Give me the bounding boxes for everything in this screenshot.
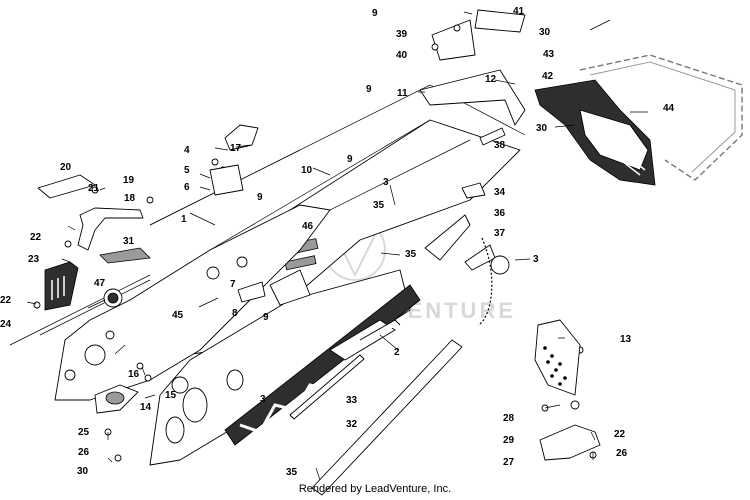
callout-13: 13 <box>620 334 632 345</box>
callout-44: 44 <box>663 103 675 114</box>
callout-7: 7 <box>230 279 236 290</box>
callout-10: 10 <box>301 165 313 176</box>
render-credit: Rendered by LeadVenture, Inc. <box>298 483 452 495</box>
callout-1: 1 <box>181 214 187 225</box>
tube-32 <box>311 339 463 496</box>
footrest-holes <box>543 346 567 386</box>
callout-40: 40 <box>396 50 408 61</box>
callout-25: 25 <box>78 427 90 438</box>
callout-35: 35 <box>405 249 417 260</box>
callout-19: 19 <box>123 175 135 186</box>
callout-30: 30 <box>77 466 89 477</box>
callout-3: 3 <box>533 254 539 265</box>
callout-9: 9 <box>366 84 372 95</box>
callout-5: 5 <box>184 165 190 176</box>
callout-3: 3 <box>260 394 266 405</box>
callout-18: 18 <box>124 193 136 204</box>
callout-37: 37 <box>494 228 506 239</box>
callout-38: 38 <box>494 140 506 151</box>
callout-22: 22 <box>0 295 12 306</box>
callout-9: 9 <box>263 312 269 323</box>
callout-34: 34 <box>494 187 506 198</box>
callout-20: 20 <box>60 162 72 173</box>
callout-35: 35 <box>373 200 385 211</box>
callout-45: 45 <box>172 310 184 321</box>
callout-17: 17 <box>230 143 242 154</box>
callout-36: 36 <box>494 208 506 219</box>
callout-32: 32 <box>346 419 358 430</box>
callout-16: 16 <box>128 369 140 380</box>
callout-33: 33 <box>346 395 358 406</box>
callout-24: 24 <box>0 319 12 330</box>
callout-11: 11 <box>397 88 408 99</box>
callout-8: 8 <box>232 308 238 319</box>
footrest-plate <box>534 319 581 396</box>
callout-21: 21 <box>88 183 100 194</box>
diagram-artwork <box>9 9 743 496</box>
callout-9: 9 <box>347 154 353 165</box>
callout-12: 12 <box>485 74 497 85</box>
callout-43: 43 <box>543 49 555 60</box>
callout-29: 29 <box>503 435 515 446</box>
callout-3: 3 <box>383 177 389 188</box>
callout-22: 22 <box>30 232 42 243</box>
callout-14: 14 <box>140 402 152 413</box>
callout-9: 9 <box>372 8 378 19</box>
callout-2: 2 <box>394 347 400 358</box>
callout-30: 30 <box>536 123 548 134</box>
rear-bumper-frame <box>579 54 743 181</box>
callout-4: 4 <box>184 145 190 156</box>
callout-15: 15 <box>165 390 177 401</box>
callout-labels: 1233345678999991011121314151617181920212… <box>0 6 675 478</box>
callout-42: 42 <box>542 71 554 82</box>
callout-28: 28 <box>503 413 515 424</box>
callout-26: 26 <box>616 448 628 459</box>
callout-22: 22 <box>614 429 626 440</box>
callout-35: 35 <box>286 467 298 478</box>
callout-30: 30 <box>539 27 551 38</box>
callout-9: 9 <box>257 192 263 203</box>
callout-39: 39 <box>396 29 408 40</box>
callout-6: 6 <box>184 182 190 193</box>
callout-47: 47 <box>94 278 106 289</box>
callout-23: 23 <box>28 254 40 265</box>
callout-27: 27 <box>503 457 515 468</box>
callout-26: 26 <box>78 447 90 458</box>
callout-41: 41 <box>513 6 525 17</box>
callout-46: 46 <box>302 221 314 232</box>
callout-31: 31 <box>123 236 135 247</box>
